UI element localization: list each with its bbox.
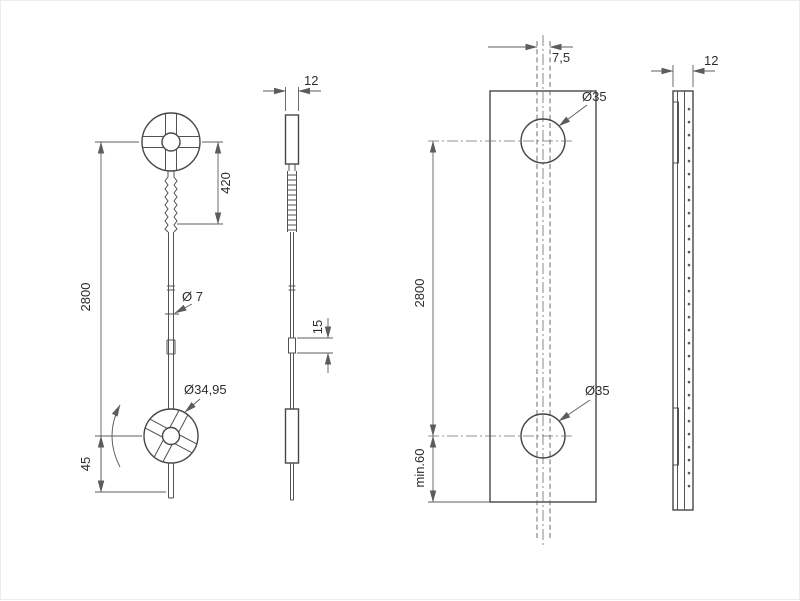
dim-bottom-margin: min.60 [412,435,490,503]
rod-joint-upper [167,285,175,291]
view-plate-front: 7,5 2800 min.60 Ø35 Ø35 [412,35,610,548]
dim-rod-upper-section: 420 [177,141,233,225]
rod-joint-side [288,285,296,291]
anchor-plate-bottom-hub [161,426,181,446]
dim-rod-diameter: Ø 7 [174,289,203,314]
dim-label-hole-diameter-bottom: Ø35 [585,383,610,398]
anchor-plate-top-rim [141,112,201,172]
dim-label-rod-width: 12 [304,73,318,88]
rod-shaft-side-upper [290,232,294,338]
thread-left-edge [164,176,169,233]
rod-shaft-front [165,232,179,499]
anchor-plate-top-hub [161,132,181,152]
dim-rod-overall: 2800 [78,141,166,493]
view-plate-side: 12 [651,53,718,511]
rod-head-side [284,114,300,165]
dim-coupler-length: 15 [297,318,333,373]
dim-hole-spacing: 2800 [412,140,437,437]
view-tie-rod-front: 2800 45 420 Ø 7 Ø34,95 [78,112,233,499]
plate-side-notch-bottom [672,407,679,466]
rod-shaft-side-lower [290,353,294,409]
rod-tip-side [290,463,294,501]
dim-label-rod-overall: 2800 [78,283,93,312]
dim-label-rod-tip-offset: 45 [78,457,93,471]
anchor-plate-top-spokes [142,113,200,171]
plate-side-notch-top [672,101,679,164]
rod-tip [168,463,174,499]
dim-label-rod-diameter: Ø 7 [182,289,203,304]
dim-label-hole-diameter-top: Ø35 [582,89,607,104]
anchor-plate-bottom-rim [143,408,199,464]
slot-hidden-lines [536,41,551,541]
plate-side-outline [672,90,694,511]
dim-rod-width: 12 [263,73,321,111]
thread-ladder [287,174,297,231]
rod-bottom-head-side [284,408,300,464]
dim-label-slot-width: 7,5 [552,50,570,65]
dim-hole-diameter-top: Ø35 [558,89,607,127]
thread-section-side [287,171,297,232]
view-tie-rod-side: 12 15 [263,73,333,501]
dim-label-plate-thickness: 12 [704,53,718,68]
dim-label-anchor-plate-diameter: Ø34,95 [184,382,227,397]
dim-anchor-plate-diameter: Ø34,95 [184,382,227,413]
anchor-plate-bottom-spokes [145,410,197,462]
dim-label-bottom-margin: min.60 [412,448,427,487]
dim-label-coupler-length: 15 [310,320,325,334]
thread-right-edge [173,176,178,233]
dim-slot-width: 7,5 [488,43,573,65]
dim-label-rod-upper-section: 420 [218,172,233,194]
dim-label-hole-spacing: 2800 [412,279,427,308]
rod-coupler [166,339,176,355]
thread-section-front [164,171,178,233]
dim-plate-thickness: 12 [651,53,718,87]
plate-side-inner-lines [677,91,685,510]
dim-hole-diameter-bottom: Ø35 [558,383,610,422]
rod-coupler-side [288,337,296,354]
dim-rod-tip-offset: 45 [78,435,105,493]
anchor-plate-top [141,112,201,172]
